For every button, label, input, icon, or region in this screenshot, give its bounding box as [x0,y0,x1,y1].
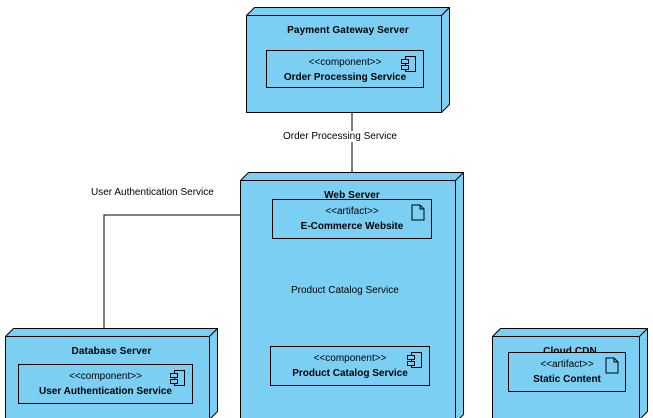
classifier-stereotype: <<component>> [69,371,142,382]
component-icon [407,352,422,368]
edge-label-order-processing-edge: Order Processing Service [280,131,400,142]
node-3d-faces [240,172,464,418]
classifier-stereotype: <<component>> [313,353,387,364]
classifier-name: Product Catalog Service [292,368,408,379]
classifier-stereotype: <<artifact>> [325,206,379,217]
edge-user-authentication-edge[interactable] [103,214,272,364]
classifier-name: User Authentication Service [38,386,172,397]
artifact-icon [605,357,619,374]
classifier-name: Order Processing Service [283,72,407,83]
classifier-icon-slot [411,204,425,226]
classifier-stereotype: <<artifact>> [540,359,594,370]
classifier-product-catalog-service[interactable]: <<component>> Product Catalog Service [270,346,430,386]
edge-label-user-authentication-edge: User Authentication Service [88,187,217,198]
artifact-icon [411,204,425,221]
component-icon [401,56,416,72]
node-3d-faces [492,328,648,418]
classifier-static-content[interactable]: <<artifact>> Static Content [508,352,626,392]
classifier-order-processing-service[interactable]: <<component>> Order Processing Service [266,50,424,88]
classifier-icon-slot [605,357,619,379]
node-title: Payment Gateway Server [287,25,409,36]
node-title: Cloud CDN [492,346,648,357]
component-icon [170,370,185,386]
classifier-user-authentication-service[interactable]: <<component>> User Authentication Service [18,364,193,404]
classifier-stereotype: <<component>> [308,57,382,68]
classifier-icon-slot [170,369,186,392]
classifier-icon-slot [407,351,423,374]
classifier-name: Static Content [533,374,601,385]
classifier-name: E-Commerce Website [300,221,404,232]
node-3d-faces [5,328,218,418]
edge-label-product-catalog-edge: Product Catalog Service [288,285,402,296]
classifier-icon-slot [401,55,417,78]
node-title: Web Server [324,190,380,201]
node-title: Database Server [71,346,152,357]
classifier-e-commerce-website[interactable]: <<artifact>> E-Commerce Website [272,199,432,239]
